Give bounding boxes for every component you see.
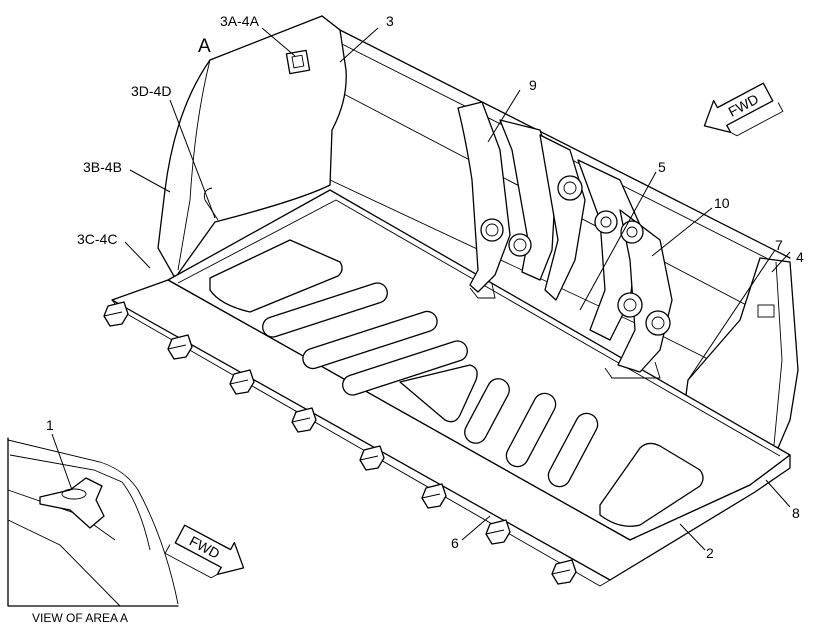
bucket-tooth <box>485 519 511 545</box>
callout-3a-4a: 3A-4A <box>220 13 260 29</box>
callout-labels: 3A-4A 3 A 3D-4D 3B-4B 3C-4C 9 5 10 7 4 1… <box>32 13 804 625</box>
callout-7: 7 <box>775 237 783 253</box>
callout-3: 3 <box>386 13 394 29</box>
bucket-tooth-edge <box>359 455 379 461</box>
callout-3c-4c: 3C-4C <box>77 231 117 247</box>
view-letter-a: A <box>198 36 211 57</box>
callout-6: 6 <box>451 535 459 551</box>
callout-10: 10 <box>714 195 730 211</box>
bucket-tooth <box>359 445 385 471</box>
bucket-body <box>111 15 799 587</box>
callout-9: 9 <box>529 77 537 93</box>
callout-3d-4d: 3D-4D <box>131 83 171 99</box>
callout-3b-4b: 3B-4B <box>83 159 122 175</box>
bucket-tooth-edge <box>167 344 187 350</box>
callout-8: 8 <box>792 505 800 521</box>
bucket-tooth-edge <box>291 417 311 423</box>
bucket-tooth-edge <box>421 493 441 499</box>
callout-2: 2 <box>706 545 714 561</box>
bucket-tooth <box>103 301 129 327</box>
bucket-tooth-edge <box>229 379 249 385</box>
bucket-tooth-edge <box>103 311 123 317</box>
bucket-tooth <box>291 407 317 433</box>
label-plate-3a-4a <box>285 49 311 75</box>
view-caption: VIEW OF AREA A <box>32 611 128 625</box>
bucket-tooth-edge <box>551 569 571 575</box>
bucket-tooth-edge <box>485 529 505 535</box>
bucket-tooth <box>421 483 447 509</box>
fwd-arrow-bottom: FWD <box>164 524 245 579</box>
callout-5: 5 <box>658 159 666 175</box>
leader-lines <box>124 27 791 551</box>
bucket-tooth <box>551 559 577 585</box>
bucket-tooth <box>229 369 255 395</box>
inset-view-area-a <box>7 433 179 607</box>
bucket-teeth <box>103 301 577 585</box>
callout-4: 4 <box>796 249 804 265</box>
callout-1: 1 <box>46 417 54 433</box>
lifting-eye-right <box>757 304 775 318</box>
hinge-bracket-left <box>457 101 586 301</box>
bucket-tooth <box>167 334 193 360</box>
fwd-arrow-top: FWD <box>703 82 784 137</box>
inset-part-1 <box>39 477 105 529</box>
